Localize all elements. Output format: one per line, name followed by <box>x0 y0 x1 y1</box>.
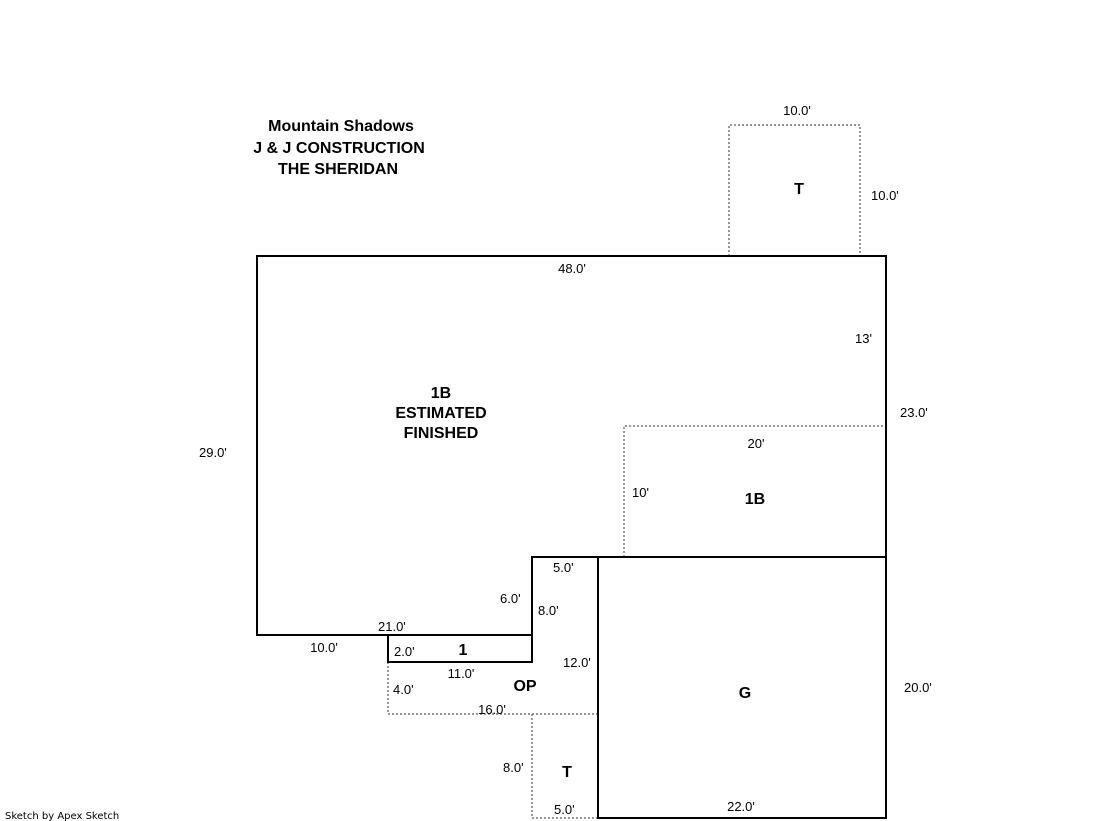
area-main-code: 1B <box>431 385 451 402</box>
dim-main-bottom-21: 21.0' <box>378 619 406 634</box>
area-main-line3: FINISHED <box>404 425 479 442</box>
sketch-credit: Sketch by Apex Sketch <box>5 811 119 821</box>
terrace-bottom-outline <box>531 714 598 819</box>
area-main-line2: ESTIMATED <box>395 405 486 422</box>
dim-op-bottom: 16.0' <box>478 702 506 717</box>
main-area-outline <box>256 255 887 636</box>
title-line-2: J & J CONSTRUCTION <box>253 140 425 157</box>
title-line-3: THE SHERIDAN <box>278 161 398 178</box>
area-porch-code: OP <box>513 678 536 695</box>
porch-outline <box>387 662 598 715</box>
dim-1-width: 11.0' <box>448 666 475 681</box>
area-1-code: 1 <box>459 642 468 659</box>
dim-garage-width: 22.0' <box>727 799 755 814</box>
dim-t-top-height: 10.0' <box>871 188 899 203</box>
dim-garage-height: 20.0' <box>904 680 932 695</box>
dim-main-right-total: 23.0' <box>900 405 928 420</box>
dim-op-height: 4.0' <box>393 682 414 697</box>
dim-main-right-upper: 13' <box>855 331 872 346</box>
title-line-1: Mountain Shadows <box>268 118 414 135</box>
terrace-top-outline <box>728 124 861 256</box>
first-floor-outline <box>387 634 533 663</box>
dim-main-bottom-10: 10.0' <box>310 640 338 655</box>
dim-op-right: 12.0' <box>563 655 591 670</box>
garage-outline <box>597 556 887 819</box>
dim-1-height: 2.0' <box>394 644 415 659</box>
dim-t-bottom-height: 8.0' <box>503 760 524 775</box>
dim-1b-width: 20' <box>748 436 765 451</box>
dim-t-bottom-width: 5.0' <box>554 802 575 817</box>
basement-1b-outline <box>623 425 886 557</box>
dim-main-left: 29.0' <box>199 445 227 460</box>
area-t-bottom-code: T <box>562 764 572 781</box>
dim-step-5: 5.0' <box>553 560 574 575</box>
dim-step-8: 8.0' <box>538 603 559 618</box>
dim-main-top: 48.0' <box>558 261 586 276</box>
area-garage-code: G <box>739 685 751 702</box>
dim-1b-height: 10' <box>632 485 649 500</box>
dim-step-6: 6.0' <box>500 591 521 606</box>
area-1b-code: 1B <box>745 491 765 508</box>
area-t-top-code: T <box>794 181 804 198</box>
dim-t-top-width: 10.0' <box>783 103 811 118</box>
